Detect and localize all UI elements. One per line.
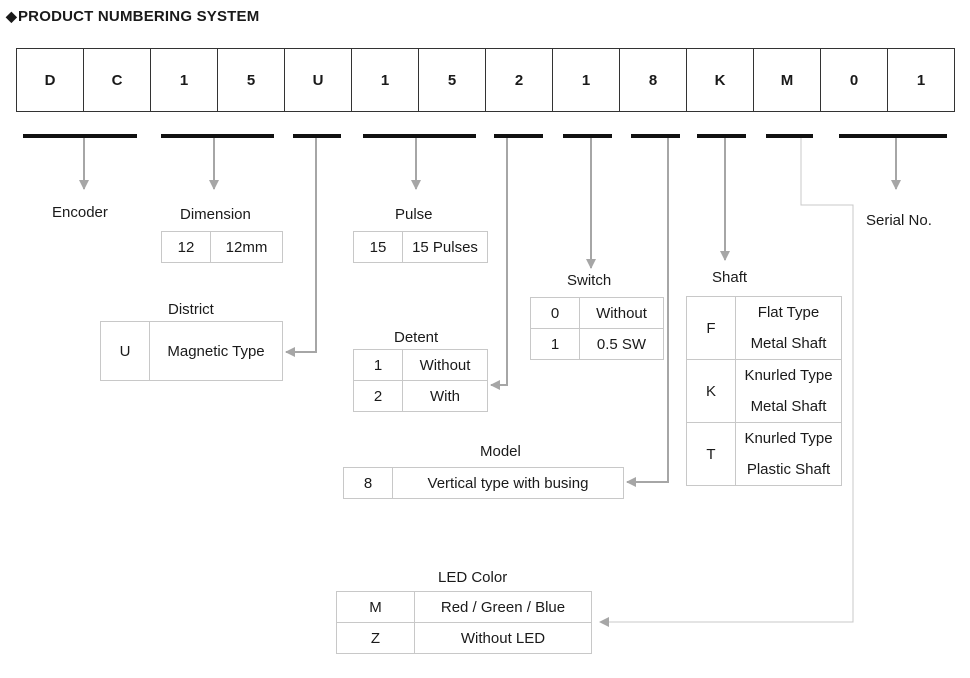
table-row: 0 Without	[530, 297, 664, 329]
code-cell: 8	[620, 49, 687, 111]
option-code: U	[100, 321, 150, 381]
label-district: District	[168, 301, 214, 318]
option-code: K	[686, 359, 736, 423]
group-bar-led	[766, 134, 813, 138]
label-switch: Switch	[567, 272, 612, 289]
led-table: M Red / Green / Blue Z Without LED	[336, 591, 592, 654]
option-desc-line2: Plastic Shaft	[746, 461, 831, 478]
table-row: M Red / Green / Blue	[336, 591, 592, 623]
dimension-table: 12 12mm	[161, 231, 283, 263]
detent-table: 1 Without 2 With	[353, 349, 488, 412]
arrow-detent	[490, 138, 508, 390]
label-pulse: Pulse	[395, 206, 433, 223]
code-cell: U	[285, 49, 352, 111]
table-row: K Knurled Type Metal Shaft	[686, 359, 842, 423]
group-bar-serial	[839, 134, 947, 138]
code-cell: 2	[486, 49, 553, 111]
label-shaft: Shaft	[712, 269, 748, 286]
table-row: 8 Vertical type with busing	[343, 467, 624, 499]
option-desc-line2: Metal Shaft	[750, 398, 827, 415]
option-code: F	[686, 296, 736, 360]
code-cell: 0	[821, 49, 888, 111]
code-cell: M	[754, 49, 821, 111]
option-code: 1	[530, 328, 580, 360]
option-desc: 12mm	[210, 231, 283, 263]
title-text: PRODUCT NUMBERING SYSTEM	[17, 8, 260, 25]
option-code: 0	[530, 297, 580, 329]
group-bar-switch	[563, 134, 612, 138]
option-desc: 0.5 SW	[579, 328, 664, 360]
option-desc-line1: Knurled Type	[744, 430, 833, 447]
product-code-row: D C 1 5 U 1 5 2 1 8 K M 0 1	[16, 48, 955, 112]
option-desc-line2: Metal Shaft	[750, 335, 827, 352]
option-desc-line1: Knurled Type	[744, 367, 833, 384]
option-code: 15	[353, 231, 403, 263]
code-cell: 1	[916, 71, 926, 89]
label-serial: Serial No.	[866, 212, 932, 229]
page-title: ◆PRODUCT NUMBERING SYSTEM	[6, 8, 259, 25]
group-bar-encoder	[23, 134, 137, 138]
option-desc: Magnetic Type	[149, 321, 283, 381]
code-cell: C	[84, 49, 151, 111]
line-led	[599, 138, 854, 627]
switch-table: 0 Without 1 0.5 SW	[530, 297, 664, 360]
table-row: F Flat Type Metal Shaft	[686, 296, 842, 360]
table-row: 15 15 Pulses	[353, 231, 488, 263]
option-desc: Vertical type with busing	[392, 467, 624, 499]
group-bar-district	[293, 134, 341, 138]
shaft-table: F Flat Type Metal Shaft K Knurled Type M…	[686, 296, 842, 486]
option-code: 1	[353, 349, 403, 381]
option-desc: Red / Green / Blue	[414, 591, 592, 623]
label-model: Model	[480, 443, 521, 460]
option-desc: Knurled Type Plastic Shaft	[735, 422, 842, 486]
table-row: 2 With	[353, 380, 488, 412]
option-desc: 15 Pulses	[402, 231, 488, 263]
code-cell: 5	[218, 49, 285, 111]
district-table: U Magnetic Type	[100, 321, 283, 381]
option-code: M	[336, 591, 415, 623]
table-row: 1 Without	[353, 349, 488, 381]
option-desc: With	[402, 380, 488, 412]
option-code: 2	[353, 380, 403, 412]
option-code: 8	[343, 467, 393, 499]
option-desc: Without	[579, 297, 664, 329]
option-code: Z	[336, 622, 415, 654]
table-row: T Knurled Type Plastic Shaft	[686, 422, 842, 486]
label-led: LED Color	[438, 569, 508, 586]
option-code: T	[686, 422, 736, 486]
group-bar-detent	[494, 134, 543, 138]
diamond-icon: ◆	[6, 8, 17, 24]
model-table: 8 Vertical type with busing	[343, 467, 624, 499]
option-desc: Without	[402, 349, 488, 381]
option-desc: Knurled Type Metal Shaft	[735, 359, 842, 423]
code-cell: 1	[352, 49, 419, 111]
table-row: Z Without LED	[336, 622, 592, 654]
option-code: 12	[161, 231, 211, 263]
label-dimension: Dimension	[180, 206, 251, 223]
code-cell: 1	[553, 49, 620, 111]
group-bar-shaft	[697, 134, 746, 138]
code-cell: D	[17, 49, 84, 111]
pulse-table: 15 15 Pulses	[353, 231, 488, 263]
label-encoder: Encoder	[52, 204, 108, 221]
label-detent: Detent	[394, 329, 439, 346]
group-bar-model	[631, 134, 680, 138]
code-cell: 5	[419, 49, 486, 111]
option-desc: Without LED	[414, 622, 592, 654]
group-bar-dimension	[161, 134, 274, 138]
table-row: 1 0.5 SW	[530, 328, 664, 360]
code-cell: K	[687, 49, 754, 111]
arrow-model	[626, 138, 669, 487]
table-row: U Magnetic Type	[100, 321, 283, 381]
code-cell: 1	[151, 49, 218, 111]
group-bar-pulse	[363, 134, 476, 138]
arrow-district	[285, 138, 317, 357]
option-desc-line1: Flat Type	[757, 304, 820, 321]
table-row: 12 12mm	[161, 231, 283, 263]
option-desc: Flat Type Metal Shaft	[735, 296, 842, 360]
